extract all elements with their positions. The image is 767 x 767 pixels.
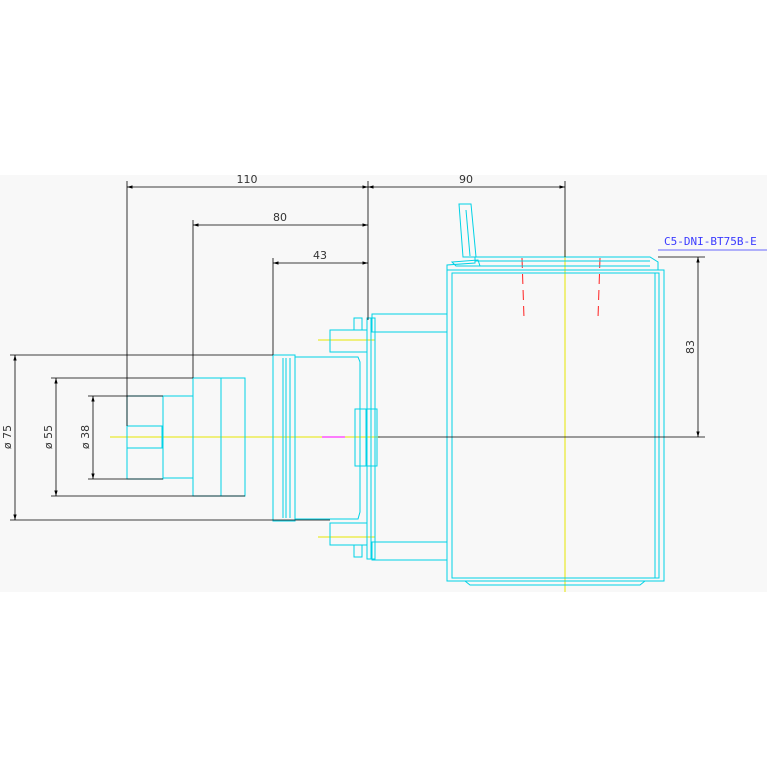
hidden-line-right [597,257,601,319]
dim-90-label: 90 [459,173,473,186]
cable-gland-nut [450,259,481,267]
lower-arm [371,541,448,561]
mounting-flange-outer [272,354,296,522]
dim-dia38-label: ø 38 [79,425,92,449]
cable-gland [458,203,477,258]
centerlines [110,250,566,592]
dim-110-label: 110 [237,173,258,186]
upper-bolt-cap [353,317,363,331]
part-outline [126,203,665,586]
dim-80-label: 80 [273,211,287,224]
bottom-base [464,580,646,586]
hidden-line-left [521,257,525,319]
clamping-body [295,356,361,520]
hidden-lines [521,257,601,319]
upper-bolt-head [329,329,368,353]
main-body [446,269,665,582]
lower-bolt-head [329,522,368,546]
dimension-lines [10,181,767,521]
dim-83-label: 83 [684,340,697,354]
upper-arm [371,313,448,333]
dim-dia75-label: ø 75 [1,425,14,449]
main-body-inner [451,272,660,579]
drawing-sheet [0,175,767,592]
cable-gland-line [465,209,471,257]
dim-43-label: 43 [313,249,327,262]
lower-bolt-cap [353,544,363,558]
part-number-label: C5-DNI-BT75B-E [664,235,757,248]
dim-dia55-label: ø 55 [42,425,55,449]
